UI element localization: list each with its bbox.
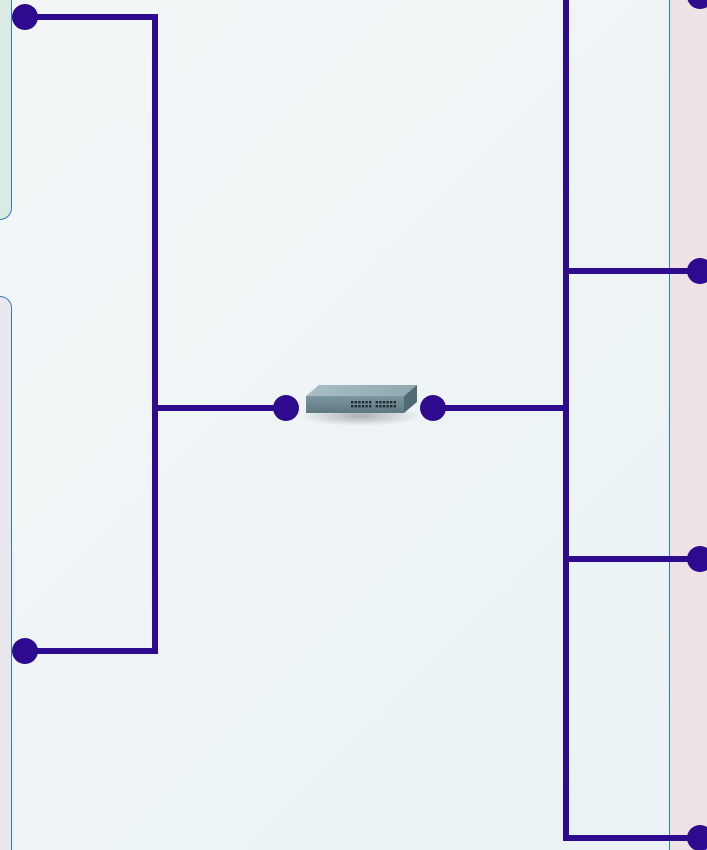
switch-port [382, 405, 386, 408]
switch-port [369, 405, 372, 408]
switch-port [375, 401, 378, 404]
switch-port [365, 405, 368, 408]
switch-port [365, 401, 368, 404]
right-endpoint-3[interactable] [687, 546, 707, 572]
switch-right-port[interactable] [420, 395, 446, 421]
switch-front-face [306, 396, 404, 413]
switch-port [358, 405, 361, 408]
right-endpoint-2[interactable] [687, 258, 707, 284]
switch-port [390, 405, 393, 408]
left-bus [12, 4, 299, 664]
switch-side-face [404, 385, 417, 413]
switch-port [393, 401, 396, 404]
left-bus-line [25, 14, 158, 654]
switch-port [375, 405, 378, 408]
right-endpoint-bottom[interactable] [687, 825, 707, 850]
switch-port [354, 401, 357, 404]
switch-port [351, 401, 354, 404]
right-endpoint-top[interactable] [687, 0, 707, 9]
switch-port [379, 405, 382, 408]
right-bus [420, 0, 707, 850]
switch-port [390, 401, 393, 404]
switch-port [358, 401, 361, 404]
network-switch-icon[interactable] [298, 385, 422, 426]
switch-port [369, 401, 372, 404]
switch-port [379, 401, 382, 404]
switch-port [386, 401, 389, 404]
switch-port [351, 405, 354, 408]
left-endpoint-bottom[interactable] [12, 638, 38, 664]
switch-left-port[interactable] [273, 395, 299, 421]
right-bus-line [563, 0, 700, 841]
switch-top-face [306, 385, 417, 396]
switch-port [354, 405, 357, 408]
right-group-panel [669, 0, 707, 850]
switch-port [393, 405, 396, 408]
switch-port-array [351, 401, 396, 408]
switch-port [382, 401, 386, 404]
left-endpoint-top[interactable] [12, 4, 38, 30]
switch-port [361, 405, 365, 408]
switch-port [386, 405, 389, 408]
switch-port [361, 401, 365, 404]
